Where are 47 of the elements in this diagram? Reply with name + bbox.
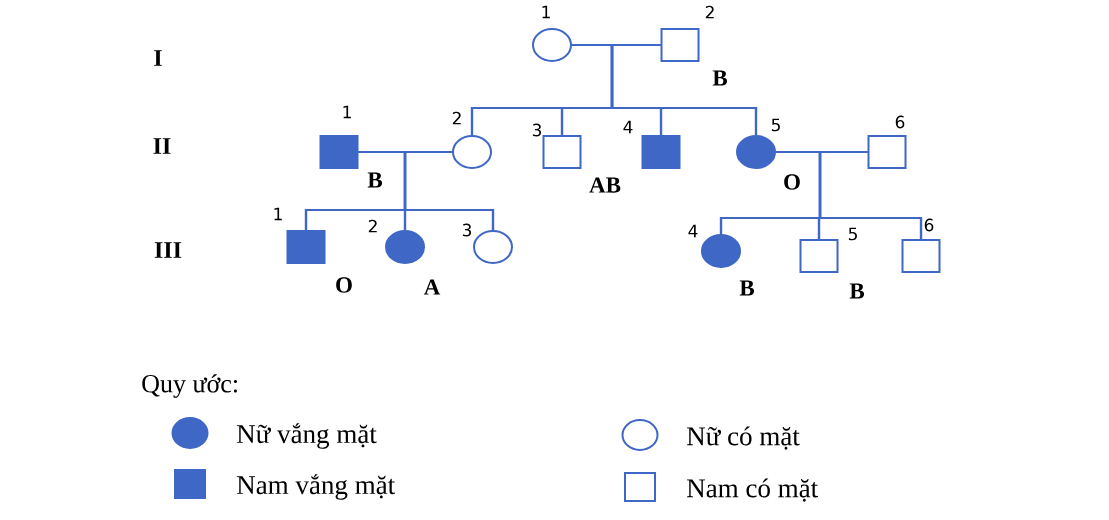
male-square	[867, 135, 907, 169]
blood-group-label: B	[739, 280, 755, 296]
male-square	[901, 239, 941, 273]
individual-number: 6	[924, 218, 934, 232]
blood-group-label: B	[367, 172, 383, 188]
legend-title: Quy ước:	[142, 374, 237, 398]
individual-number: 2	[452, 111, 461, 125]
female-circle	[473, 230, 513, 264]
blood-group-label: AB	[589, 177, 621, 193]
female-circle	[701, 234, 741, 268]
legend-text: Nam có mặt	[687, 478, 818, 502]
male-square	[542, 135, 582, 169]
individual-number: 5	[848, 227, 857, 241]
male-square	[660, 28, 700, 62]
individual-number: 3	[532, 123, 542, 137]
blood-group-label: O	[784, 174, 800, 190]
female-circle	[736, 135, 776, 169]
blood-group-label: A	[423, 279, 441, 295]
blood-group-label: B	[712, 70, 728, 86]
pedigree-line	[610, 43, 758, 135]
female-circle	[385, 230, 425, 264]
blood-group-label: B	[849, 283, 865, 299]
individual-number: 6	[895, 115, 905, 129]
individual-number: 3	[462, 223, 472, 237]
blood-group-label: O	[336, 277, 352, 293]
legend-text: Nữ vắng mặt	[237, 423, 377, 449]
individual-number: 5	[771, 118, 780, 132]
generation-label: I	[154, 50, 162, 66]
individual-number: 1	[343, 105, 351, 119]
pedigree-line	[818, 150, 923, 239]
legend-text: Nữ có mặt	[687, 426, 800, 450]
legend-text: Nam vắng mặt	[237, 474, 395, 500]
individual-number: 1	[274, 207, 282, 221]
individual-number: 4	[623, 120, 633, 134]
male-square	[799, 239, 839, 273]
female-circle	[452, 135, 492, 169]
male-square	[641, 135, 681, 169]
generation-label: III	[154, 242, 182, 258]
individual-number: 1	[542, 5, 550, 19]
male-square	[319, 135, 359, 169]
generation-label: II	[153, 138, 171, 154]
individual-number: 4	[688, 224, 698, 238]
male-square	[286, 230, 326, 264]
female-circle	[532, 28, 572, 62]
pedigree-line	[403, 150, 495, 230]
individual-number: 2	[368, 219, 377, 233]
individual-number: 2	[705, 5, 714, 19]
